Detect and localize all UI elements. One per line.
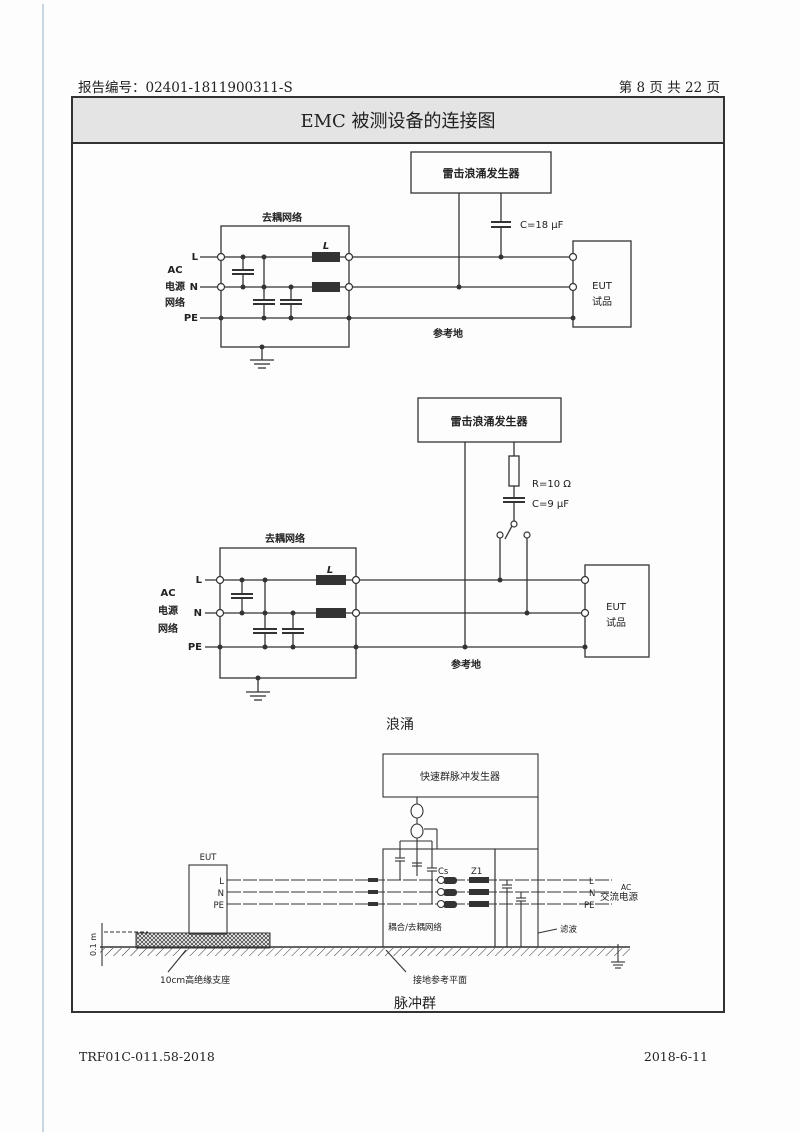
height-label: 0.1 m	[89, 933, 98, 956]
form-date: 2018-6-11	[643, 1049, 708, 1064]
capacitor-label-1: C=18 μF	[520, 220, 564, 231]
ac-line-l: L	[589, 877, 594, 887]
diagram-frame: EMC 被测设备的连接图	[71, 96, 725, 1013]
surge-generator-label-1: 雷击浪涌发生器	[443, 166, 521, 180]
cdn-label: 耦合/去耦网络	[388, 922, 442, 933]
ac-power-label: 交流电源	[600, 891, 639, 903]
line-label-pe-2: PE	[188, 642, 202, 653]
eut-label-2: EUT	[606, 602, 627, 613]
ac-line-n: N	[589, 889, 595, 899]
inductor-l-2	[316, 575, 346, 585]
inductor-label-1: L	[323, 241, 329, 252]
report-number: 报告编号：02401-1811900311-S	[78, 76, 293, 96]
support-label: 10cm高绝缘支座	[160, 974, 230, 986]
reference-ground-label-1: 参考地	[433, 327, 463, 340]
reference-ground-label-2: 参考地	[451, 658, 481, 671]
line-label-l-2: L	[196, 575, 203, 586]
surge-generator-box-1	[410, 151, 552, 194]
surge-1-fills	[218, 252, 576, 350]
report-number-value: 02401-1811900311-S	[145, 80, 293, 96]
network-label-1: 网络	[165, 296, 185, 309]
capacitor-label-2: C=9 μF	[532, 499, 569, 510]
power-label-1: 电源	[165, 280, 185, 293]
eut-sample-label-1: 试品	[592, 295, 612, 308]
cs-label: Cs	[438, 867, 449, 877]
eft-eut-line-l: L	[219, 877, 224, 887]
eft-generator-label: 快速群脉冲发生器	[420, 770, 500, 783]
report-number-label: 报告编号：	[78, 80, 146, 96]
ground-plane-label: 接地参考平面	[413, 974, 467, 986]
line-label-l-1: L	[192, 252, 199, 263]
inductor-label-2: L	[327, 565, 333, 576]
eut-sample-label-2: 试品	[606, 616, 626, 629]
line-label-n-2: N	[194, 608, 202, 619]
surge-diagram-1	[200, 151, 632, 369]
inductor-l-1	[312, 252, 340, 262]
section-title: EMC 被测设备的连接图	[73, 98, 723, 144]
eft-diagram	[100, 753, 630, 973]
line-label-n-1: N	[190, 282, 198, 293]
eft-eut-label: EUT	[200, 853, 218, 863]
form-number: TRF01C-011.58-2018	[79, 1049, 215, 1064]
inductor-n-2	[316, 608, 346, 618]
power-label-2: 电源	[158, 604, 178, 617]
z1-label: Z1	[471, 867, 482, 877]
ac-line-pe: PE	[584, 901, 595, 911]
scan-binding-edge	[42, 4, 44, 1132]
ac-label-2: AC	[160, 588, 175, 599]
eft-eut-box	[188, 864, 228, 935]
surge-generator-label-2: 雷击浪涌发生器	[451, 414, 529, 428]
ac-label-1: AC	[167, 265, 182, 276]
resistor-label-2: R=10 Ω	[532, 479, 571, 490]
decoupling-label-1: 去耦网络	[262, 211, 302, 224]
ac-top-label: AC	[621, 883, 631, 892]
inductor-n-1	[312, 282, 340, 292]
ground-plane-hatch	[100, 948, 630, 956]
network-label-2: 网络	[158, 622, 178, 635]
filter-label: 滤波	[560, 924, 578, 935]
surge-caption: 浪涌	[386, 717, 414, 733]
insulating-support	[135, 932, 271, 949]
page-info: 第 8 页 共 22 页	[618, 80, 720, 96]
eut-label-1: EUT	[592, 281, 613, 292]
surge-generator-box-2	[417, 397, 562, 443]
decoupling-label-2: 去耦网络	[265, 532, 305, 545]
surge-diagram-2	[205, 397, 650, 701]
line-label-pe-1: PE	[184, 313, 198, 324]
eft-caption: 脉冲群	[394, 996, 436, 1012]
eft-eut-line-n: N	[218, 889, 224, 899]
eft-eut-line-pe: PE	[214, 901, 225, 911]
eft-generator-box	[382, 753, 539, 798]
